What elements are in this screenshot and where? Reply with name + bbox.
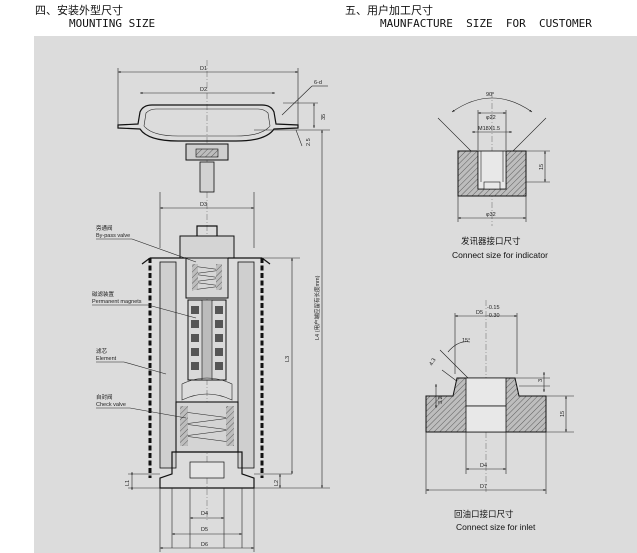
inlet-d5-tol-top: -0.15 xyxy=(487,305,500,311)
inlet-port-drawing: D5 -0.15 -0.30 15° 4.3 3 3.2 15 D4 xyxy=(425,300,574,532)
dim-l4: L4 (用户端应留有长度mm) xyxy=(313,275,321,340)
svg-text:Element: Element xyxy=(96,356,117,362)
inlet-32: 3.2 xyxy=(438,396,444,404)
filter-assembly: D1 D2 6-d 35 2.5 D3 xyxy=(92,60,330,552)
dim-35: 35 xyxy=(321,114,327,120)
header-right-en: MAUNFACTURE SIZE FOR CUSTOMER xyxy=(380,17,592,30)
drawing-panel xyxy=(34,36,637,553)
inlet-caption-en: Connect size for inlet xyxy=(456,522,536,532)
header-right-cn: 五、用户加工尺寸 xyxy=(345,4,433,17)
svg-text:旁通阀: 旁通阀 xyxy=(96,224,113,232)
indicator-phi22: φ22 xyxy=(486,115,496,121)
inlet-d4: D4 xyxy=(480,463,487,469)
inlet-43: 4.3 xyxy=(429,357,438,367)
dim-d1: D1 xyxy=(200,66,207,72)
header-left-cn: 四、安装外型尺寸 xyxy=(35,4,123,17)
indicator-15: 15 xyxy=(539,164,545,170)
dim-d3: D3 xyxy=(200,202,207,208)
svg-text:Permanent magnets: Permanent magnets xyxy=(92,299,142,305)
dim-l1: L1 xyxy=(125,480,131,486)
indicator-port-drawing: 90° φ22 M18X1.5 15 φ32 发讯器接口尺寸 Connect s… xyxy=(437,92,550,260)
inlet-3: 3 xyxy=(538,379,544,382)
dim-l3: L3 xyxy=(285,356,291,362)
svg-text:自封阀: 自封阀 xyxy=(96,393,113,401)
indicator-caption-en: Connect size for indicator xyxy=(452,250,548,260)
svg-text:磁滤装置: 磁滤装置 xyxy=(92,290,115,298)
inlet-d7: D7 xyxy=(480,484,487,490)
inlet-caption-cn: 回油口接口尺寸 xyxy=(454,509,514,519)
indicator-angle: 90° xyxy=(486,92,494,98)
label-element: 滤芯 Element xyxy=(96,347,167,375)
label-bypass-valve: 旁通阀 By-pass valve xyxy=(96,224,197,263)
dim-d5: D5 xyxy=(201,527,208,533)
inlet-15: 15 xyxy=(560,411,566,417)
header-left-en: MOUNTING SIZE xyxy=(69,17,156,30)
indicator-phi32: φ32 xyxy=(486,212,496,218)
svg-text:滤芯: 滤芯 xyxy=(96,347,108,355)
dim-25: 2.5 xyxy=(306,138,312,146)
svg-text:By-pass valve: By-pass valve xyxy=(96,233,130,239)
dim-l2: L2 xyxy=(274,480,280,486)
dim-d4: D4 xyxy=(201,511,208,517)
inlet-d5: D5 xyxy=(476,310,483,316)
label-check-valve: 自封阀 Check valve xyxy=(96,393,187,419)
inlet-d5-tol-bot: -0.30 xyxy=(487,313,500,319)
indicator-thread: M18X1.5 xyxy=(478,126,500,132)
svg-text:Check valve: Check valve xyxy=(96,402,126,408)
inlet-angle: 15° xyxy=(462,338,470,344)
label-permanent-magnets: 磁滤装置 Permanent magnets xyxy=(92,290,197,319)
dim-d2: D2 xyxy=(200,87,207,93)
dim-d6: D6 xyxy=(201,542,208,548)
indicator-caption-cn: 发讯器接口尺寸 xyxy=(461,236,521,246)
dim-6d: 6-d xyxy=(314,80,322,86)
